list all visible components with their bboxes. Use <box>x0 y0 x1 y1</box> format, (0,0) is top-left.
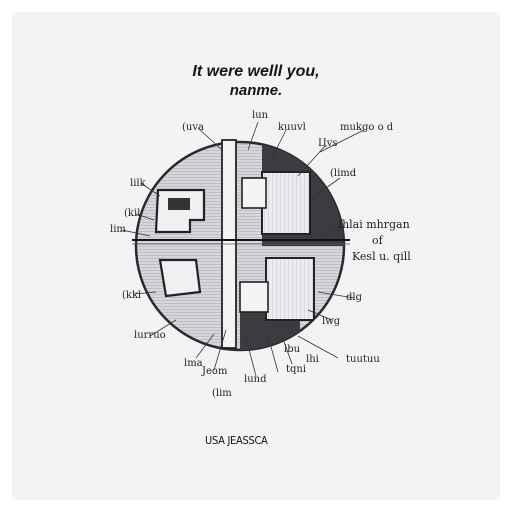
hook-label-block <box>168 198 190 210</box>
label-right-2: dlg <box>346 292 363 303</box>
label-left-2: (kil <box>124 208 140 219</box>
label-bottom-3: lund <box>244 374 267 385</box>
footer-text: USA JEASSCA <box>205 434 268 447</box>
label-bottom-8: tqni <box>286 364 306 375</box>
label-right-3: lwg <box>322 316 341 327</box>
label-bottom-4: (lim <box>212 388 232 399</box>
label-right-1b: of <box>372 234 384 247</box>
caption-line-1: It were welll you, <box>192 63 320 80</box>
label-bottom-1: lma <box>184 358 203 369</box>
caption-line-2: nanme. <box>229 82 283 99</box>
label-bottom-5: tuutuu <box>346 354 380 365</box>
label-left-4: (kkl <box>122 290 141 301</box>
leader-lines <box>121 121 365 377</box>
label-left-1: lilk <box>130 178 147 189</box>
label-right-1a: fhlai mhrgan <box>338 218 410 231</box>
label-top-2: lun <box>252 110 269 121</box>
panel-upper-right <box>261 171 311 235</box>
panel-lower-right <box>265 257 315 321</box>
label-right-1c: Kesl u. qill <box>352 250 411 263</box>
panel-center-lower <box>239 281 269 313</box>
label-top-right: mukgo o d <box>340 122 394 133</box>
label-upper-mid: Цvs <box>318 138 338 149</box>
label-top-3: kuuvl <box>278 122 306 133</box>
label-left-3: lim <box>110 224 126 235</box>
label-mid-right-1: (limd <box>330 168 357 179</box>
label-left-5: lurruo <box>134 330 166 341</box>
label-bottom-6: lbu <box>284 344 301 355</box>
left-hook-part <box>154 188 206 298</box>
label-top-1: (uva <box>182 122 204 133</box>
label-bottom-2: Jeom <box>201 366 228 377</box>
panel-center-upper <box>241 177 267 209</box>
label-bottom-7: lhi <box>306 354 319 365</box>
